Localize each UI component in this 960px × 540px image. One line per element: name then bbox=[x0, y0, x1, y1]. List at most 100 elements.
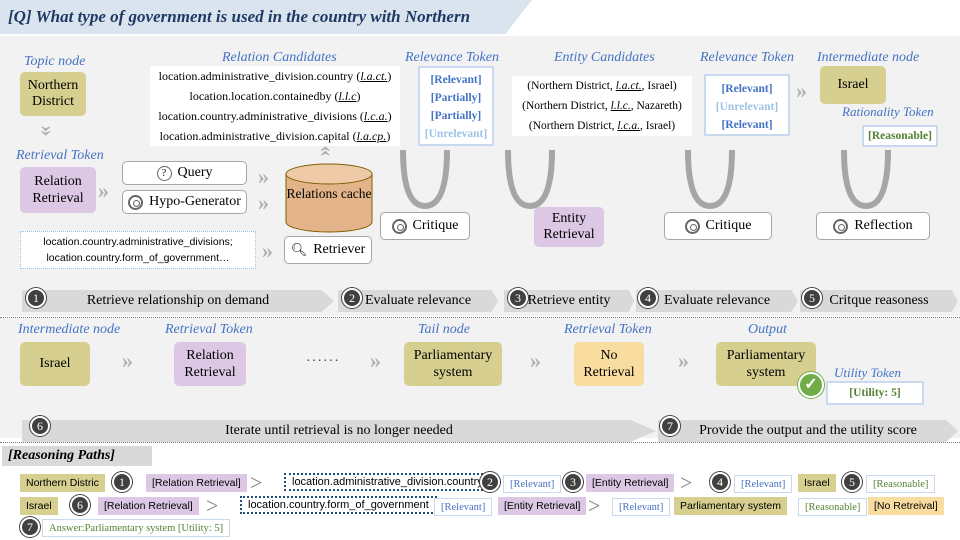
curved-arrow bbox=[685, 149, 735, 210]
intermediate-node: Israel bbox=[20, 342, 90, 386]
step-number-3: 3 bbox=[563, 472, 583, 492]
path-token: [Reasonable] bbox=[866, 475, 936, 493]
step-bar-7: Provide the output and the utility score bbox=[658, 420, 958, 442]
relevance-token: [Relevant] bbox=[721, 119, 773, 131]
ellipsis: ······ bbox=[306, 354, 340, 369]
relevance-token: [Relevant] bbox=[430, 74, 482, 86]
curved-arrow bbox=[400, 149, 450, 210]
relevance-token: [Unrelevant] bbox=[424, 128, 488, 140]
up-chevron-icon: » bbox=[310, 145, 336, 157]
gear-icon bbox=[128, 194, 144, 210]
path-node: Parliamentary system bbox=[674, 497, 787, 515]
relevance-token: [Unrelevant] bbox=[715, 101, 779, 113]
arrow-icon: > bbox=[250, 470, 263, 495]
path-token: [Entity Retrieval] bbox=[498, 497, 587, 515]
gear-icon bbox=[684, 218, 700, 234]
path-token: [Relevant] bbox=[734, 475, 793, 493]
relevance-token: [Partially] bbox=[430, 92, 482, 104]
critique-label: Critique bbox=[412, 218, 459, 233]
relations-cache-label: Relations cache bbox=[286, 186, 372, 201]
path-token: [Relation Retrieval] bbox=[98, 497, 199, 515]
step-bar-1: Retrieve relationship on demand bbox=[22, 290, 334, 312]
relevance-token-box: [Relevant] [Unrelevant] [Relevant] bbox=[704, 74, 790, 136]
path-node: Israel bbox=[20, 497, 58, 515]
step-number-6: 6 bbox=[70, 495, 90, 515]
path-answer: Answer:Parliamentary system [Utility: 5] bbox=[42, 519, 231, 537]
relevance-token-box: [Relevant] [Partially] [Partially] [Unre… bbox=[418, 66, 494, 146]
path-relation: location.country.form_of_government bbox=[240, 496, 437, 514]
step-number-4: 4 bbox=[710, 472, 730, 492]
relation-retrieval-node: Relation Retrieval bbox=[20, 167, 96, 213]
entity-candidates-label: Entity Candidates bbox=[554, 50, 655, 65]
step-bar-4: Evaluate relevance bbox=[636, 290, 798, 312]
entity-candidate: (Northern District, l.l.c., Nazareth) bbox=[522, 100, 682, 112]
relation-candidates-box: location.administrative_division.country… bbox=[150, 66, 400, 146]
reasoning-paths-title: [Reasoning Paths] bbox=[2, 446, 152, 466]
step-number-2: 2 bbox=[342, 288, 362, 308]
path-relation: location.administrative_division.country bbox=[284, 473, 491, 491]
relevance-token: [Relevant] bbox=[721, 83, 773, 95]
reflection-label: Reflection bbox=[854, 218, 913, 233]
no-retrieval-node: No Retrieval bbox=[574, 342, 644, 386]
question-banner: [Q] What type of government is used in t… bbox=[0, 0, 532, 34]
curved-arrow bbox=[505, 149, 555, 210]
arrow-icon: > bbox=[206, 493, 219, 518]
question-icon: ? bbox=[156, 165, 172, 181]
step-number-6: 6 bbox=[30, 416, 50, 436]
retrieval-token-label: Retrieval Token bbox=[564, 322, 652, 337]
path-token: [No Retreival] bbox=[868, 497, 944, 515]
hypo-output-box: location.country.administrative_division… bbox=[20, 231, 256, 269]
utility-token: [Utility: 5] bbox=[826, 381, 924, 405]
right-chevron-icon: » bbox=[258, 164, 269, 189]
query-label: Query bbox=[177, 165, 213, 180]
relation-candidate: location.country.administrative_division… bbox=[158, 109, 392, 123]
intermediate-node: Israel bbox=[820, 66, 886, 104]
path-token: [Relevant] bbox=[503, 475, 562, 493]
critique-label: Critique bbox=[705, 218, 752, 233]
entity-candidate: (Northern District, l.a.ct., Israel) bbox=[527, 80, 677, 92]
step-number-1: 1 bbox=[26, 288, 46, 308]
tail-node: Parliamentary system bbox=[404, 342, 502, 386]
query-box: ? Query bbox=[122, 161, 247, 185]
retriever-box: 🔍︎ Retriever bbox=[284, 236, 372, 264]
hypo-generator-label: Hypo-Generator bbox=[149, 194, 241, 209]
path-token: [Relevant] bbox=[434, 498, 493, 516]
relation-candidate: location.location.containedby (l.l.c) bbox=[189, 89, 361, 103]
gear-icon bbox=[391, 218, 407, 234]
entity-candidate: (Northern District, l.c.a., Israel) bbox=[528, 120, 676, 132]
step-bar-6: Iterate until retrieval is no longer nee… bbox=[22, 420, 656, 442]
divider bbox=[0, 442, 960, 443]
path-token: [Relation Retrieval] bbox=[146, 474, 247, 492]
step-number-5: 5 bbox=[802, 288, 822, 308]
utility-token-label: Utility Token bbox=[834, 365, 902, 380]
topic-node: Northern District bbox=[20, 72, 86, 116]
down-chevron-icon: » bbox=[35, 125, 61, 137]
retriever-label: Retriever bbox=[313, 242, 366, 257]
path-token: [Entity Retrieval] bbox=[586, 474, 675, 492]
step-number-1: 1 bbox=[112, 472, 132, 492]
retrieval-token-label: Retrieval Token bbox=[16, 148, 104, 163]
tail-node-label: Tail node bbox=[418, 322, 470, 337]
relation-candidate: location.administrative_division.country… bbox=[158, 69, 392, 83]
output-label: Output bbox=[748, 322, 787, 337]
relevance-token: [Partially] bbox=[430, 110, 482, 122]
critique-box: Critique bbox=[664, 212, 772, 240]
reflection-box: Reflection bbox=[816, 212, 930, 240]
check-icon: ✓ bbox=[798, 372, 824, 398]
step-number-3: 3 bbox=[508, 288, 528, 308]
critique-box: Critique bbox=[380, 212, 470, 240]
divider bbox=[0, 317, 960, 318]
hypo-line: location.country.form_of_government… bbox=[46, 252, 230, 264]
step-bar-3: Retrieve entity bbox=[504, 290, 634, 312]
right-chevron-icon: » bbox=[258, 190, 269, 215]
topic-node-label: Topic node bbox=[24, 54, 86, 69]
step-number-4: 4 bbox=[638, 288, 658, 308]
hypo-line: location.country.administrative_division… bbox=[43, 236, 233, 248]
path-token: [Relevant] bbox=[612, 498, 671, 516]
right-chevron-icon: » bbox=[370, 348, 381, 373]
relation-candidate: location.administrative_division.capital… bbox=[159, 129, 391, 143]
entity-retrieval-node: Entity Retrieval bbox=[534, 207, 604, 247]
entity-candidates-box: (Northern District, l.a.ct., Israel) (No… bbox=[512, 76, 692, 136]
right-chevron-icon: » bbox=[262, 238, 273, 263]
relevance-token-label: Relevance Token bbox=[405, 50, 499, 65]
